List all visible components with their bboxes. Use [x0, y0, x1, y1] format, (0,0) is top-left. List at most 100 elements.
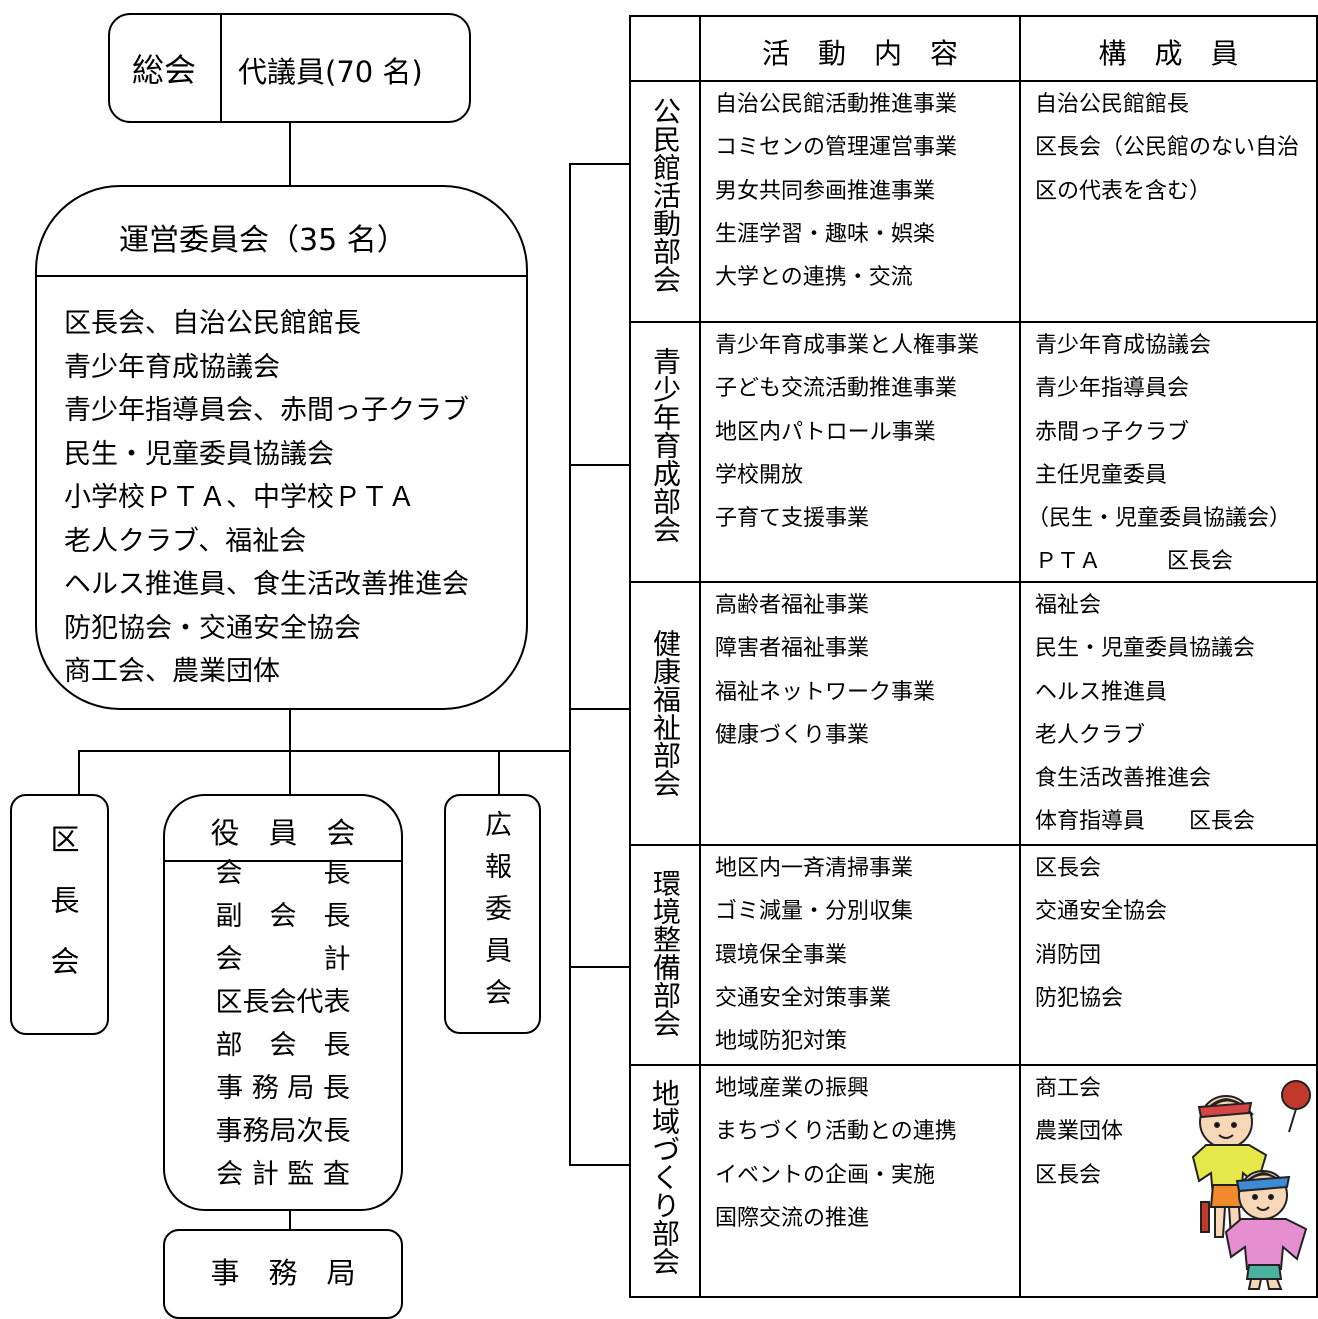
pr-committee-box: 広報委員会	[444, 794, 541, 1034]
activity-list: 青少年育成事業と人権事業 子ども交流活動推進事業 地区内パトロール事業 学校開放…	[715, 324, 979, 540]
steering-committee-title: 運営委員会（35 名）	[119, 223, 407, 258]
list-item: 会 計 監 査	[216, 1159, 350, 1190]
list-item: 交通安全協会	[1035, 899, 1168, 925]
list-item: まちづくり活動との連携	[715, 1119, 957, 1145]
list-item: 福祉会	[1035, 593, 1102, 618]
division-name: 地域づくり部会	[648, 1079, 681, 1275]
list-item: 男女共同参画推進事業	[715, 178, 936, 204]
list-item: 地区内一斉清掃事業	[715, 856, 914, 881]
list-item: 事務局次長	[215, 1116, 351, 1147]
list-item: 青少年指導員会、赤間っ子クラブ	[64, 395, 469, 426]
list-item: 小学校ＰＴＡ、中学校ＰＴＡ	[64, 482, 415, 513]
list-item: 生涯学習・趣味・娯楽	[715, 221, 936, 247]
row-divider	[631, 581, 1316, 583]
list-item: 自治公民館館長	[1035, 92, 1190, 117]
officers-title: 役 員 会	[210, 816, 356, 850]
steering-divider	[37, 275, 526, 277]
list-item: 老人クラブ、福祉会	[64, 525, 307, 557]
list-item: 商工会	[1035, 1076, 1102, 1101]
list-item: 子育て支援事業	[715, 506, 870, 532]
child-illustration	[1200, 1170, 1308, 1290]
connector	[78, 750, 80, 796]
list-item: 商工会、農業団体	[64, 656, 280, 687]
list-item: 防犯協会	[1035, 985, 1124, 1011]
general-assembly-label: 総会	[132, 51, 197, 89]
ward-chiefs-label: 区長会	[46, 824, 80, 1007]
list-item: 事 務 局 長	[216, 1073, 350, 1104]
festival-children-illustration	[1191, 1080, 1311, 1290]
list-item: 子ども交流活動推進事業	[715, 376, 958, 402]
list-item: 障害者福祉事業	[715, 636, 870, 662]
branch	[569, 464, 631, 466]
header-members: 構 成 員	[1098, 37, 1239, 70]
member-list: 青少年育成協議会 青少年指導員会 赤間っ子クラブ 主任児童委員 （民生・児童委員…	[1027, 324, 1291, 584]
division-name: 健康福祉部会	[649, 629, 682, 797]
branch	[569, 1164, 631, 1166]
column-divider	[1019, 17, 1021, 1296]
division-name: 環境整備部会	[649, 869, 682, 1037]
branch	[569, 708, 631, 710]
general-assembly-box: 総会 代議員(70 名)	[108, 13, 471, 123]
division-name: 青少年育成部会	[649, 347, 682, 543]
list-item: 環境保全事業	[715, 942, 848, 968]
list-item: 副 会 長	[215, 901, 351, 932]
list-item: 高齢者福祉事業	[715, 593, 870, 618]
row-divider	[631, 321, 1316, 323]
member-list: 区長会 交通安全協会 消防団 防犯協会	[1035, 847, 1167, 1020]
list-item: 交通安全対策事業	[715, 985, 892, 1011]
list-item: 学校開放	[715, 462, 804, 488]
member-list: 商工会 農業団体 区長会	[1035, 1067, 1123, 1197]
ward-chiefs-box: 区長会	[10, 794, 109, 1035]
list-item: 区長会	[1035, 856, 1102, 881]
list-item: 会 長	[215, 858, 351, 889]
list-item: 青少年育成協議会	[1035, 333, 1212, 358]
list-item: 地域産業の振興	[715, 1076, 870, 1101]
list-item: 自治公民館活動推進事業	[715, 92, 958, 117]
list-item: 老人クラブ	[1035, 722, 1146, 748]
row-divider	[631, 1064, 1316, 1066]
assembly-divider	[220, 15, 222, 121]
list-item: 区長会、自治公民館館長	[64, 308, 361, 339]
list-item: 主任児童委員	[1035, 462, 1168, 488]
list-item: 消防団	[1035, 942, 1102, 968]
list-item: イベントの企画・実施	[715, 1162, 936, 1188]
member-list: 福祉会 民生・児童委員協議会 ヘルス推進員 老人クラブ 食生活改善推進会 体育指…	[1035, 584, 1255, 844]
list-item: ゴミ減量・分別収集	[715, 899, 914, 925]
activity-list: 地区内一斉清掃事業 ゴミ減量・分別収集 環境保全事業 交通安全対策事業 地域防犯…	[715, 847, 913, 1063]
list-item: ＰＴＡ 区長会	[1035, 549, 1234, 575]
officers-divider	[165, 860, 401, 862]
list-item: 地区内パトロール事業	[715, 419, 936, 445]
list-item: 防犯協会・交通安全協会	[64, 612, 361, 644]
activity-list: 自治公民館活動推進事業 コミセンの管理運営事業 男女共同参画推進事業 生涯学習・…	[715, 83, 957, 299]
list-item: 地域防犯対策	[715, 1029, 848, 1055]
list-item: （民生・児童委員協議会）	[1027, 506, 1292, 532]
division-name: 公民館活動部会	[649, 97, 682, 293]
connector	[289, 750, 291, 796]
list-item: 福祉ネットワーク事業	[715, 679, 936, 705]
branch	[569, 966, 631, 968]
list-item: ヘルス推進員	[1035, 679, 1168, 705]
secretariat-label: 事 務 局	[210, 1256, 356, 1290]
delegates-label: 代議員(70 名)	[238, 55, 423, 89]
list-item: 区長会（公民館のない自治	[1035, 135, 1300, 161]
header-activity: 活 動 内 容	[761, 37, 958, 70]
pr-committee-label: 広報委員会	[480, 810, 511, 1020]
steering-member-list: 区長会、自治公民館館長 青少年育成協議会 青少年指導員会、赤間っ子クラブ 民生・…	[64, 302, 469, 694]
list-item: 青少年指導員会	[1035, 376, 1190, 402]
list-item: 区の代表を含む）	[1035, 178, 1212, 204]
child-illustration	[1191, 1080, 1311, 1238]
steering-committee-box: 運営委員会（35 名） 区長会、自治公民館館長 青少年育成協議会 青少年指導員会…	[35, 185, 528, 710]
list-item: 青少年育成事業と人権事業	[715, 333, 980, 358]
activity-list: 高齢者福祉事業 障害者福祉事業 福祉ネットワーク事業 健康づくり事業	[715, 584, 935, 757]
list-item: 部 会 長	[215, 1030, 351, 1061]
connector	[289, 1211, 291, 1231]
connector	[289, 123, 291, 187]
division-table: 活 動 内 容 構 成 員 公民館活動部会 自治公民館活動推進事業 コミセンの管…	[629, 15, 1318, 1298]
secretariat-box: 事 務 局	[163, 1229, 403, 1319]
list-item: 大学との連携・交流	[715, 265, 913, 291]
row-divider	[631, 844, 1316, 846]
list-item: 農業団体	[1035, 1119, 1124, 1145]
member-list: 自治公民館館長 区長会（公民館のない自治 区の代表を含む）	[1035, 83, 1299, 213]
column-divider	[699, 17, 701, 1296]
list-item: 食生活改善推進会	[1035, 766, 1212, 792]
